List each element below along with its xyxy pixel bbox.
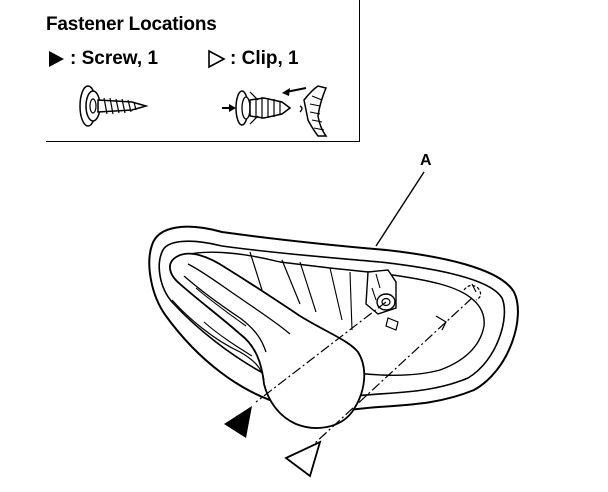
fastener-legend: Fastener Locations : Screw, 1 : Clip, 1 [46,0,360,142]
callout-a-label: A [420,152,432,169]
clip-label: : Clip, 1 [230,48,299,69]
screw-boss [365,269,397,315]
clip-marker-icon [284,440,322,478]
legend-title: Fastener Locations [46,14,217,35]
legend-entry-screw: : Screw, 1 [46,48,158,70]
legend-entry-clip: : Clip, 1 [206,48,299,70]
screw-leader-line [255,301,387,403]
clip-location [463,283,482,301]
callout-a-leader [375,171,425,247]
clip-illustration-icon [222,85,328,137]
outline-triangle-icon [208,49,226,69]
filled-triangle-icon [49,51,64,67]
door-lever [169,252,366,429]
screw-marker-icon [224,406,252,438]
screw-label: : Screw, 1 [70,48,159,69]
screw-illustration-icon [79,85,149,127]
